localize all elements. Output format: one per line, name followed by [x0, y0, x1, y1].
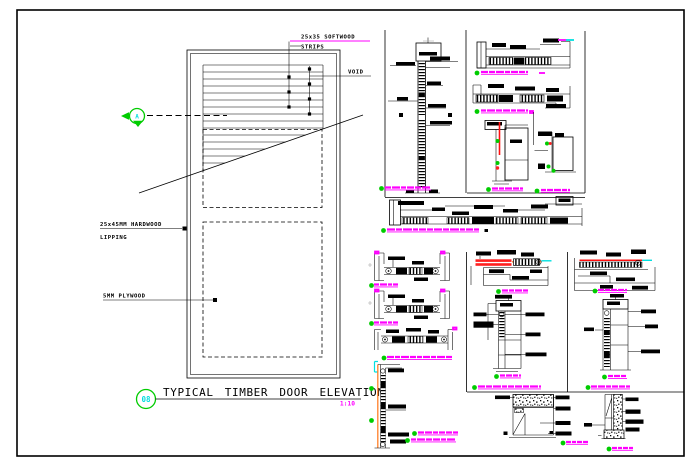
break-line — [138, 114, 364, 194]
detail-stile-channel-1 — [368, 250, 450, 288]
detail-head-red-bars — [470, 250, 552, 294]
detail-threshold-section — [381, 196, 583, 233]
detail-stile-channel-2 — [368, 288, 450, 326]
drawing-scale: 1:10 — [340, 401, 355, 408]
detail-callout — [474, 70, 545, 76]
detail-callout — [606, 446, 633, 452]
detail-head-comb — [574, 249, 656, 294]
detail-callout — [369, 283, 398, 288]
door-outer-frame — [186, 49, 341, 379]
detail-meeting-vertical-2 — [584, 294, 660, 390]
void-callout: VOID — [309, 70, 371, 77]
detail-vertical-section — [379, 37, 458, 194]
detail-meeting-vertical-1 — [472, 294, 547, 390]
detail-callout — [592, 288, 627, 294]
detail-jamb-horizontal — [374, 326, 458, 361]
detail-block-lower-right — [368, 249, 684, 452]
plywood-label: 5MM PLYWOOD — [103, 294, 146, 300]
lipping-label-line1: 25x45MM HARDWOOD — [100, 222, 162, 228]
detail-callout — [560, 440, 588, 446]
detail-dividers-top — [384, 30, 586, 198]
plywood-callout: 5MM PLYWOOD — [103, 294, 217, 302]
detail-floor-junction-2 — [584, 394, 644, 452]
sheet-border — [16, 9, 685, 457]
title-block: 08 TYPICAL TIMBER DOOR ELEVATION 1:10 — [135, 386, 384, 410]
detail-head-section-1 — [474, 38, 574, 76]
section-marker-arrow-left-icon — [121, 112, 129, 120]
detail-number: 08 — [141, 395, 151, 404]
softwood-strip-hatch — [202, 64, 324, 171]
drawing-title: TYPICAL TIMBER DOOR ELEVATION — [163, 386, 384, 399]
detail-callout — [486, 187, 523, 192]
plywood-leader-dot — [213, 298, 217, 302]
door-panel-lower-dashed — [202, 221, 323, 358]
detail-callout — [405, 438, 456, 443]
door-elevation — [138, 49, 364, 379]
softwood-leader-lines — [288, 41, 310, 114]
detail-callout — [496, 289, 528, 294]
detail-callout — [602, 374, 627, 380]
void-label: VOID — [348, 70, 364, 76]
softwood-label-line1: 25x35 SOFTWOOD — [301, 35, 355, 41]
lipping-callout: 25x45MM HARDWOOD LIPPING — [100, 222, 187, 241]
section-marker: A — [121, 107, 227, 127]
detail-vertical-red — [484, 120, 529, 192]
detail-floor-junction-1 — [495, 394, 588, 446]
detail-block-top-right — [379, 30, 586, 233]
detail-callout — [474, 109, 528, 114]
lipping-leader-dot — [182, 226, 187, 231]
softwood-leader-dots — [287, 67, 312, 116]
detail-callout — [585, 385, 630, 390]
detail-callout — [379, 186, 431, 191]
detail-head-section-2 — [472, 84, 571, 114]
softwood-strips-callout: 25x35 SOFTWOOD STRIPS — [287, 35, 370, 116]
detail-callout — [494, 374, 521, 379]
detail-callout — [369, 321, 398, 326]
detail-callout — [381, 228, 488, 233]
detail-callout — [534, 188, 570, 194]
door-inner-frame — [190, 53, 337, 375]
door-panel-upper-dashed — [202, 129, 323, 208]
section-marker-arrow-down-icon — [133, 120, 143, 127]
softwood-label-line2: STRIPS — [301, 45, 324, 51]
detail-dividers-bottom — [466, 252, 684, 393]
detail-jamb-vertical — [369, 360, 458, 449]
detail-callout — [472, 385, 541, 390]
detail-callout — [381, 355, 452, 361]
section-marker-letter: A — [135, 114, 139, 121]
detail-corner-section — [529, 110, 576, 194]
lipping-label-line2: LIPPING — [100, 235, 127, 241]
detail-callout — [412, 431, 458, 436]
